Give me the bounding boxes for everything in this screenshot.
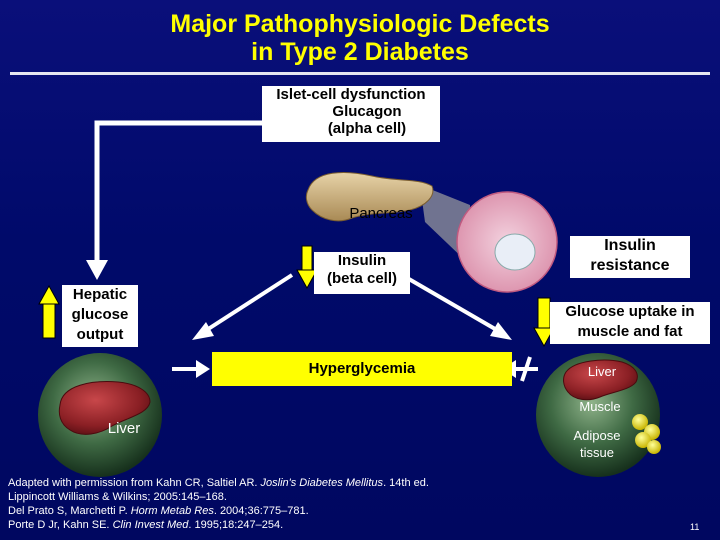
beta-cell-label: (beta cell) — [326, 270, 398, 287]
glucagon-label: Glucagon — [332, 103, 402, 120]
islet-heading: Islet-cell dysfunction — [276, 86, 426, 103]
muscle-label: Muscle — [579, 399, 621, 414]
references: Adapted with permission from Kahn CR, Sa… — [8, 476, 429, 532]
hepatic-output-box: Hepatic glucose output — [62, 285, 138, 347]
adipose-line2: tissue — [580, 445, 614, 460]
glucose-uptake-line1: Glucose uptake in — [565, 303, 695, 320]
hepatic-up-arrow — [38, 284, 60, 305]
liver-image-right — [563, 359, 638, 401]
insulin-label: Insulin — [337, 252, 387, 269]
title-line-1: Major Pathophysiologic Defects — [170, 10, 550, 38]
hyperglycemia-box: Hyperglycemia — [212, 352, 512, 386]
reference-1: Adapted with permission from Kahn CR, Sa… — [8, 477, 429, 489]
page-number: 11 — [690, 522, 700, 532]
adipose-image — [632, 414, 661, 454]
insulin-beta-box: Insulin (beta cell) — [314, 252, 410, 294]
loop-arrowhead-down — [86, 260, 108, 280]
glucose-uptake-line2: muscle and fat — [577, 323, 683, 340]
insulin-resistance-line1: Insulin — [604, 237, 656, 254]
glucose-uptake-box: Glucose uptake in muscle and fat — [550, 302, 710, 344]
reference-3: Del Prato S, Marchetti P. Horm Metab Res… — [8, 505, 309, 517]
insulin-down-arrow — [301, 245, 313, 273]
glucose-label: glucose — [71, 306, 129, 323]
loop-line-left — [94, 120, 262, 262]
reference-2: Lippincott Williams & Wilkins; 2005:145–… — [8, 491, 227, 503]
reference-4: Porte D Jr, Kahn SE. Clin Invest Med. 19… — [8, 519, 284, 531]
adipose-line1: Adipose — [573, 428, 621, 443]
title-rule — [10, 72, 710, 75]
uptake-down-arrow — [533, 327, 555, 348]
loop-lines — [94, 120, 262, 262]
pancreas-image — [305, 172, 434, 222]
islet-dysfunction-box: Islet-cell dysfunction Glucagon (alpha c… — [262, 86, 440, 142]
block-bar — [520, 356, 532, 382]
liver-label-left: Liver — [107, 420, 141, 437]
arrow-to-uptake — [490, 322, 512, 340]
insulin-resistance-box: Insulin resistance — [570, 236, 690, 278]
arrow-into-hyperglycemia — [196, 360, 210, 378]
liver-image-left — [58, 381, 151, 435]
adipose-label: Adipose tissue — [564, 427, 630, 461]
hepatic-label: Hepatic — [72, 286, 128, 303]
insulin-resistance-line2: resistance — [590, 257, 670, 274]
output-label: output — [76, 326, 124, 343]
title-line-2: in Type 2 Diabetes — [251, 38, 469, 66]
liver-label-right: Liver — [587, 364, 617, 379]
alpha-cell-label: (alpha cell) — [327, 120, 407, 137]
slide-title: Major Pathophysiologic Defects in Type 2… — [0, 10, 720, 66]
arrow-to-hepatic — [192, 322, 214, 340]
pancreas-label: Pancreas — [349, 205, 413, 222]
hyperglycemia-label: Hyperglycemia — [308, 360, 416, 377]
